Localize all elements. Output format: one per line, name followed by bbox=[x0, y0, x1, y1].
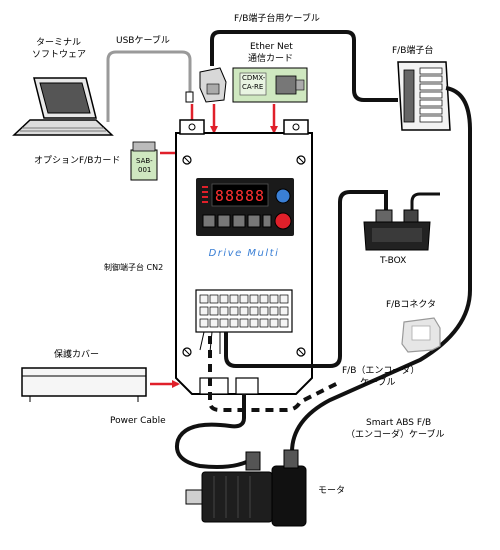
fb-terminal-cable-label: F/B端子台用ケーブル bbox=[234, 14, 320, 24]
smart-abs-label-line2: （エンコーダ）ケーブル bbox=[346, 430, 445, 440]
option-card-text-line2: 001 bbox=[138, 166, 152, 174]
ethernet-label-line2: 通信カード bbox=[248, 54, 294, 64]
option-card-text-line1: SAB- bbox=[136, 157, 153, 165]
led-display-digits: 88888 bbox=[215, 187, 265, 205]
power-cable-label: Power Cable bbox=[110, 416, 166, 426]
protective-cover-icon bbox=[21, 367, 147, 402]
motor-icon bbox=[185, 449, 307, 527]
power-cable bbox=[175, 394, 256, 469]
tbox-label: T-BOX bbox=[380, 256, 407, 266]
fb-connector-label: F/Bコネクタ bbox=[386, 300, 437, 310]
fb-terminal-block-icon bbox=[397, 61, 451, 131]
fb-encoder-cable bbox=[208, 336, 341, 412]
fb-terminal-cable bbox=[210, 30, 398, 102]
terminal-software-label-line2: ソフトウェア bbox=[32, 50, 87, 60]
ethernet-label-line1: Ether Net bbox=[250, 42, 293, 52]
mode-button[interactable] bbox=[275, 188, 291, 204]
terminal-software-label-line1: ターミナル bbox=[36, 38, 82, 48]
protective-cover-label: 保護カバー bbox=[54, 350, 100, 360]
laptop-icon bbox=[12, 77, 114, 136]
fb-terminal-block-label: F/B端子台 bbox=[392, 46, 434, 56]
usb-cable-label: USBケーブル bbox=[116, 36, 170, 46]
ethernet-card-text-line1: CDMX- bbox=[242, 74, 266, 82]
smart-abs-label-line1: Smart ABS F/B bbox=[366, 418, 432, 428]
stop-button[interactable] bbox=[274, 212, 292, 230]
usb-plug bbox=[185, 91, 194, 103]
tbox-cable bbox=[224, 190, 388, 368]
fb-encoder-cable-label-line1: F/B（エンコーダ） bbox=[342, 366, 420, 376]
control-terminal-label: 制御端子台 CN2 bbox=[104, 263, 164, 272]
tbox-icon bbox=[363, 209, 431, 251]
fb-encoder-cable-label-line2: ケーブル bbox=[360, 378, 396, 388]
top-connector-plug bbox=[199, 67, 227, 103]
fb-connector-icon bbox=[401, 317, 441, 353]
ethernet-card-text-line2: CA-RE bbox=[242, 83, 264, 91]
smart-abs-cable bbox=[290, 86, 472, 453]
keypad-buttons bbox=[202, 214, 272, 228]
option-fb-card-label: オプションF/Bカード bbox=[34, 156, 121, 166]
control-terminal-cn2 bbox=[195, 289, 293, 333]
option-fb-card bbox=[130, 141, 158, 181]
ethernet-card bbox=[232, 67, 308, 103]
brand-logo: Drive Multi bbox=[209, 248, 280, 259]
motor-label: モータ bbox=[318, 486, 346, 496]
usb-cable bbox=[106, 50, 192, 122]
